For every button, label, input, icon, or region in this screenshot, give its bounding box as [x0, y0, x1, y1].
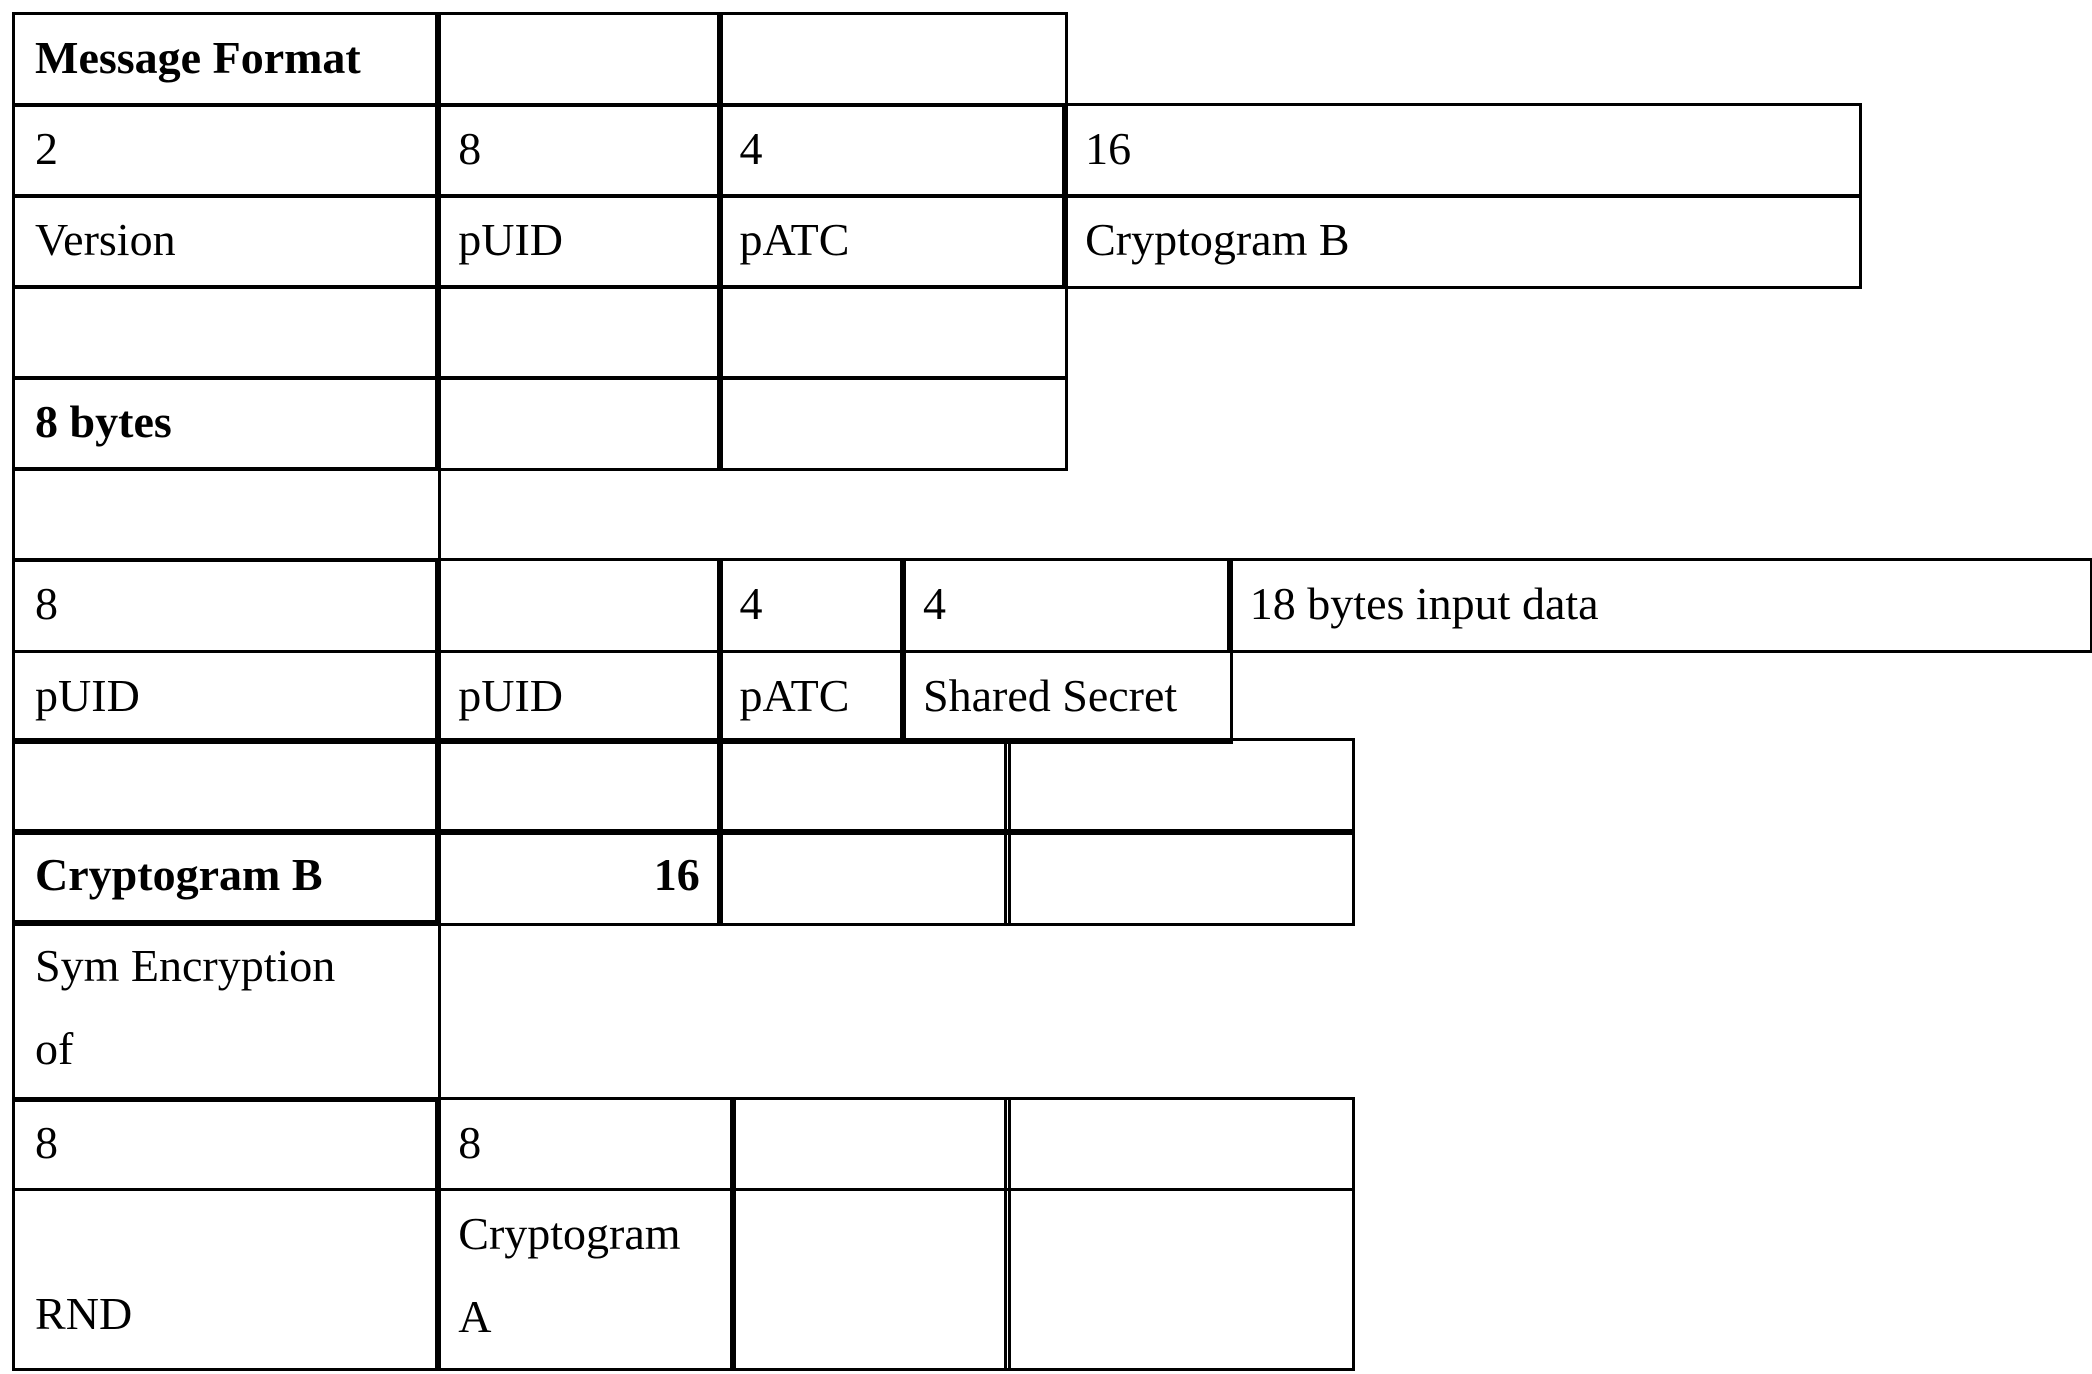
cell-8-bytes-blank-2 [717, 376, 1069, 471]
cell-8-bytes-blank-1 [435, 376, 722, 471]
cell-rnd-size: 8 [12, 1097, 441, 1192]
cell-spacer-1-b [435, 285, 722, 380]
cell-rnd-label-text: RND [35, 1271, 132, 1356]
cell-version-label: Version [12, 194, 441, 289]
cell-input-puid-size: 8 [12, 558, 441, 653]
cell-message-format-title: Message Format [12, 12, 441, 107]
cell-puid-label-text: pUID [458, 197, 563, 282]
cell-patc-size-text: 4 [740, 106, 763, 191]
cell-input-data-total: 18 bytes input data [1227, 558, 2092, 653]
cell-spacer-1-c [717, 285, 1069, 380]
cell-cryptogram-b-title-text: Cryptogram B [35, 832, 322, 917]
cell-input-puid2-label-text: pUID [458, 653, 563, 738]
cell-cryptogram-a-size-text: 8 [458, 1100, 481, 1185]
cell-input-shared-secret-label-text: Shared Secret [923, 653, 1177, 738]
cell-input-puid-size-text: 8 [35, 561, 58, 646]
cell-input-puid2-label: pUID [435, 650, 722, 745]
cell-puid-size: 8 [435, 103, 722, 198]
cell-spacer-2-a [12, 467, 441, 562]
cell-cryptogram-b-size-text: 16 [1085, 106, 1131, 191]
cell-input-puid-label-text: pUID [35, 653, 140, 738]
cell-spacer-3-d [1004, 738, 1354, 835]
cell-cryptogram-b-size: 16 [1062, 103, 1862, 198]
cell-message-format-blank-2 [717, 12, 1069, 107]
cell-input-puid-label: pUID [12, 650, 441, 745]
cell-cryptogram-b-length-text: 16 [654, 832, 700, 917]
cell-message-format-blank-1 [435, 12, 722, 107]
cell-input-patc-size-text: 4 [740, 561, 763, 646]
cell-spacer-1-a [12, 285, 441, 380]
cell-cryptogram-a-label-text-1: Cryptogram [458, 1191, 680, 1276]
cell-cryptogram-a-size: 8 [435, 1097, 736, 1192]
cell-cryptogram-b-length: 16 [435, 829, 722, 926]
cell-patc-label-text: pATC [740, 197, 850, 282]
cell-sym-encryption-label-text-2: of [35, 1006, 73, 1091]
cell-plain-sizes-blank-1 [730, 1097, 1011, 1192]
cell-sym-encryption-label-text-1: Sym Encryption [35, 923, 335, 1008]
cell-input-patc-label: pATC [717, 650, 907, 745]
cell-rnd-size-text: 8 [35, 1100, 58, 1185]
cell-cryptogram-b-blank-1 [717, 829, 1011, 926]
cell-spacer-3-c [717, 738, 1011, 835]
cell-version-label-text: Version [35, 197, 176, 282]
cell-patc-label: pATC [717, 194, 1069, 289]
cell-cryptogram-b-blank-2 [1004, 829, 1354, 926]
cell-patc-size: 4 [717, 103, 1069, 198]
cell-version-size-text: 2 [35, 106, 58, 191]
cell-plain-fields-blank-2 [1004, 1188, 1354, 1371]
cell-input-puid2-size [435, 558, 722, 653]
cell-spacer-3-b [435, 738, 722, 835]
cell-input-shared-secret-size-text: 4 [923, 561, 946, 646]
cell-input-patc-size: 4 [717, 558, 907, 653]
cell-cryptogram-b-label: Cryptogram B [1062, 194, 1862, 289]
cell-input-shared-secret-label: Shared Secret [900, 650, 1233, 745]
cell-cryptogram-b-title: Cryptogram B [12, 829, 441, 926]
cell-8-bytes-title: 8 bytes [12, 376, 441, 471]
cell-puid-size-text: 8 [458, 106, 481, 191]
cell-cryptogram-a-label: CryptogramA [435, 1188, 736, 1371]
cell-puid-label: pUID [435, 194, 722, 289]
cell-plain-sizes-blank-2 [1004, 1097, 1354, 1192]
cell-message-format-title-text: Message Format [35, 15, 361, 100]
cell-sym-encryption-label: Sym Encryptionof [12, 920, 441, 1102]
cell-8-bytes-title-text: 8 bytes [35, 379, 172, 464]
cell-rnd-label: RND [12, 1188, 441, 1371]
cell-version-size: 2 [12, 103, 441, 198]
cell-spacer-3-a [12, 738, 441, 835]
cell-input-data-total-text: 18 bytes input data [1250, 561, 1599, 646]
cell-plain-fields-blank-1 [730, 1188, 1011, 1371]
cell-cryptogram-b-label-text: Cryptogram B [1085, 197, 1349, 282]
cell-cryptogram-a-label-text-2: A [458, 1274, 491, 1359]
cell-input-shared-secret-size: 4 [900, 558, 1233, 653]
cell-input-patc-label-text: pATC [740, 653, 850, 738]
